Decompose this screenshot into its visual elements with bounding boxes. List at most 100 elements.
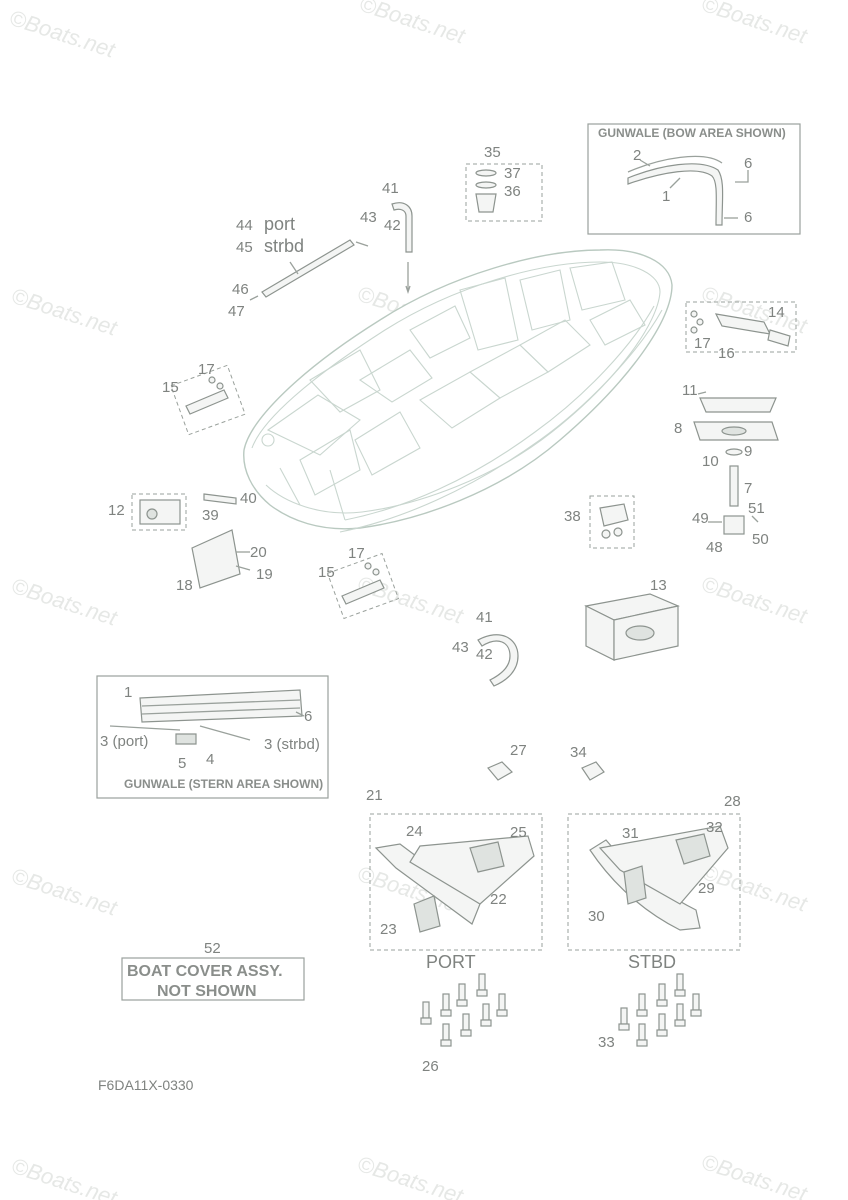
callout-41: 41 [382, 180, 399, 197]
cup-holder-group: 35 37 36 [465, 144, 543, 222]
callout-17: 17 [694, 335, 711, 352]
right-stack-group: 11 8 10 9 7 49 51 48 50 [674, 382, 779, 556]
watermark: ©Boats.net [6, 5, 118, 63]
callout-52: 52 [204, 940, 221, 957]
callout-15: 15 [162, 379, 179, 396]
callout-26: 26 [422, 1058, 439, 1075]
watermark: ©Boats.net [356, 0, 468, 49]
callout-20: 20 [250, 544, 267, 561]
callout-13: 13 [650, 577, 667, 594]
callout-44: 44 [236, 217, 253, 234]
callout-47: 47 [228, 303, 245, 320]
stbd-assembly: 28 31 32 29 30 STBD [567, 793, 741, 972]
callout-10: 10 [702, 453, 719, 470]
part-27-34: 27 34 [487, 742, 605, 781]
watermark: ©Boats.net [8, 863, 120, 921]
callout-18: 18 [176, 577, 193, 594]
callout-32: 32 [706, 819, 723, 836]
callout-49: 49 [692, 510, 709, 527]
callout-40: 40 [240, 490, 257, 507]
callout-51: 51 [748, 500, 765, 517]
callout-46: 46 [232, 281, 249, 298]
callout-1: 1 [662, 188, 670, 205]
callout-21: 21 [366, 787, 383, 804]
boat-cover-note: 52 BOAT COVER ASSY. NOT SHOWN [121, 940, 305, 1001]
bolts-port: 26 [420, 973, 508, 1075]
callout-50: 50 [752, 531, 769, 548]
callout-15: 15 [318, 564, 335, 581]
callout-16: 16 [718, 345, 735, 362]
bolts-stbd: 33 [598, 973, 702, 1051]
callout-6: 6 [744, 209, 752, 226]
watermark: ©Boats.net [8, 283, 120, 341]
callout-36: 36 [504, 183, 521, 200]
part-38-group: 38 [564, 495, 635, 549]
boat-cover-line1: BOAT COVER ASSY. [127, 963, 283, 980]
callout-8: 8 [674, 420, 682, 437]
watermark: ©Boats.net [698, 1149, 810, 1200]
callout-12: 12 [108, 502, 125, 519]
label-strbd: strbd [264, 236, 304, 256]
callout-30: 30 [588, 908, 605, 925]
gunwale-stern-box: 1 6 3 (port) 3 (strbd) 5 4 GUNWALE (STER… [96, 675, 329, 799]
label-port-side: PORT [426, 952, 476, 972]
callout-31: 31 [622, 825, 639, 842]
port-assembly: 21 24 25 22 23 PORT [366, 787, 543, 972]
left-parts-group: 12 40 39 20 18 19 [108, 490, 273, 594]
hinge-right-group: 14 17 16 [685, 301, 797, 362]
watermark: ©Boats.net [698, 859, 810, 917]
callout-33: 33 [598, 1034, 615, 1051]
watermark: ©Boats.net [354, 1151, 466, 1200]
callout-19: 19 [256, 566, 273, 583]
callout-22: 22 [490, 891, 507, 908]
callout-4: 4 [206, 751, 214, 768]
callout-48: 48 [706, 539, 723, 556]
rail-part: 44 port 45 strbd 46 47 [228, 214, 369, 320]
callout-2: 2 [633, 147, 641, 164]
hinge-left-mid-group: 15 17 [318, 545, 400, 620]
callout-43: 43 [452, 639, 469, 656]
callout-39: 39 [202, 507, 219, 524]
callout-41: 41 [476, 609, 493, 626]
callout-37: 37 [504, 165, 521, 182]
callout-27: 27 [510, 742, 527, 759]
cooler-13: 13 [584, 577, 680, 661]
boat-hull [243, 249, 673, 533]
callout-5: 5 [178, 755, 186, 772]
watermark: ©Boats.net [698, 571, 810, 629]
callout-29: 29 [698, 880, 715, 897]
callout-28: 28 [724, 793, 741, 810]
watermark-layer: ©Boats.net ©Boats.net ©Boats.net ©Boats.… [6, 0, 810, 1200]
grab-handle-mid: 41 43 42 [452, 609, 519, 687]
callout-17: 17 [348, 545, 365, 562]
hinge-left-top-group: 15 17 [162, 361, 246, 436]
callout-43: 43 [360, 209, 377, 226]
callout-45: 45 [236, 239, 253, 256]
grab-handle-top: 41 43 42 [360, 180, 413, 295]
callout-6: 6 [744, 155, 752, 172]
gunwale-stern-title: GUNWALE (STERN AREA SHOWN) [124, 777, 323, 791]
callout-6: 6 [304, 708, 312, 725]
label-stbd-side: STBD [628, 952, 676, 972]
watermark: ©Boats.net [354, 571, 466, 629]
gunwale-bow-box: GUNWALE (BOW AREA SHOWN) 2 6 1 6 [587, 123, 801, 235]
callout-3-port: 3 (port) [100, 733, 148, 750]
watermark: ©Boats.net [8, 573, 120, 631]
watermark: ©Boats.net [698, 0, 810, 49]
callout-7: 7 [744, 480, 752, 497]
callout-17: 17 [198, 361, 215, 378]
callout-38: 38 [564, 508, 581, 525]
callout-11: 11 [682, 382, 698, 399]
callout-3-strbd: 3 (strbd) [264, 736, 320, 753]
callout-1: 1 [124, 684, 132, 701]
callout-25: 25 [510, 824, 527, 841]
watermark: ©Boats.net [8, 1153, 120, 1200]
callout-23: 23 [380, 921, 397, 938]
callout-42: 42 [384, 217, 401, 234]
boat-cover-line2: NOT SHOWN [157, 983, 257, 1000]
diagram-code: F6DA11X-0330 [98, 1077, 194, 1093]
callout-9: 9 [744, 443, 752, 460]
label-port: port [264, 214, 295, 234]
callout-42: 42 [476, 646, 493, 663]
